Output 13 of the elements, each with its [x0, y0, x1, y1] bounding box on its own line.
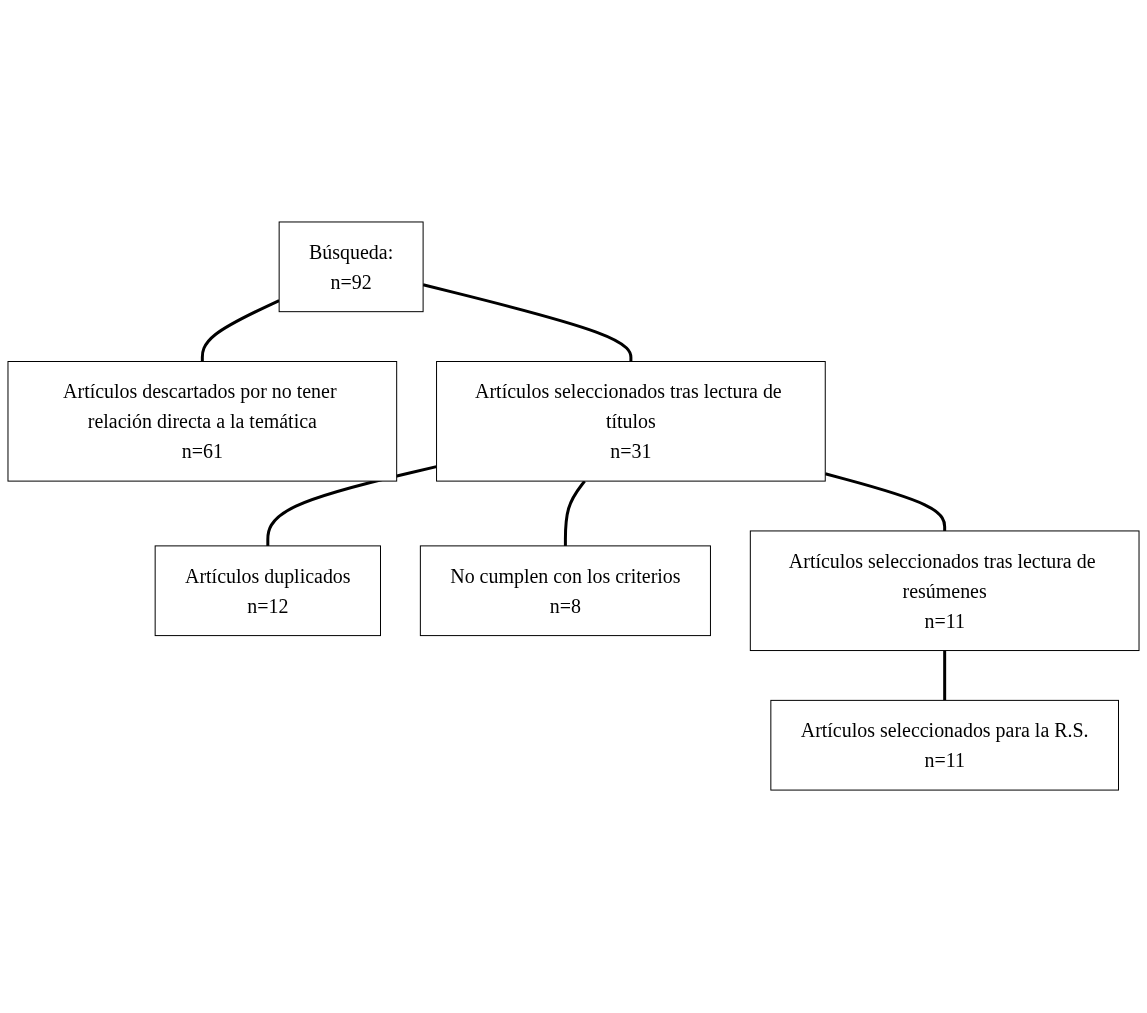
connector — [266, 465, 437, 547]
connector — [563, 480, 586, 547]
connector — [943, 651, 947, 701]
connector — [200, 299, 280, 362]
node-box: Artículos duplicados n=12 — [154, 545, 381, 637]
node-box: Búsqueda: n=92 — [278, 221, 424, 313]
node-box: Artículos seleccionados para la R.S. n=11 — [770, 700, 1119, 792]
node-box: Artículos descartados por no tener relación directa a la temática n=61 — [7, 361, 398, 483]
node-box: Artículos seleccionados tras lectura de resúmenes n=11 — [749, 530, 1140, 652]
connector — [422, 283, 633, 362]
connector — [824, 472, 947, 532]
node-box: No cumplen con los criterios n=8 — [419, 545, 711, 637]
node-box: Artículos seleccionados tras lectura de títulos n=31 — [436, 361, 826, 483]
